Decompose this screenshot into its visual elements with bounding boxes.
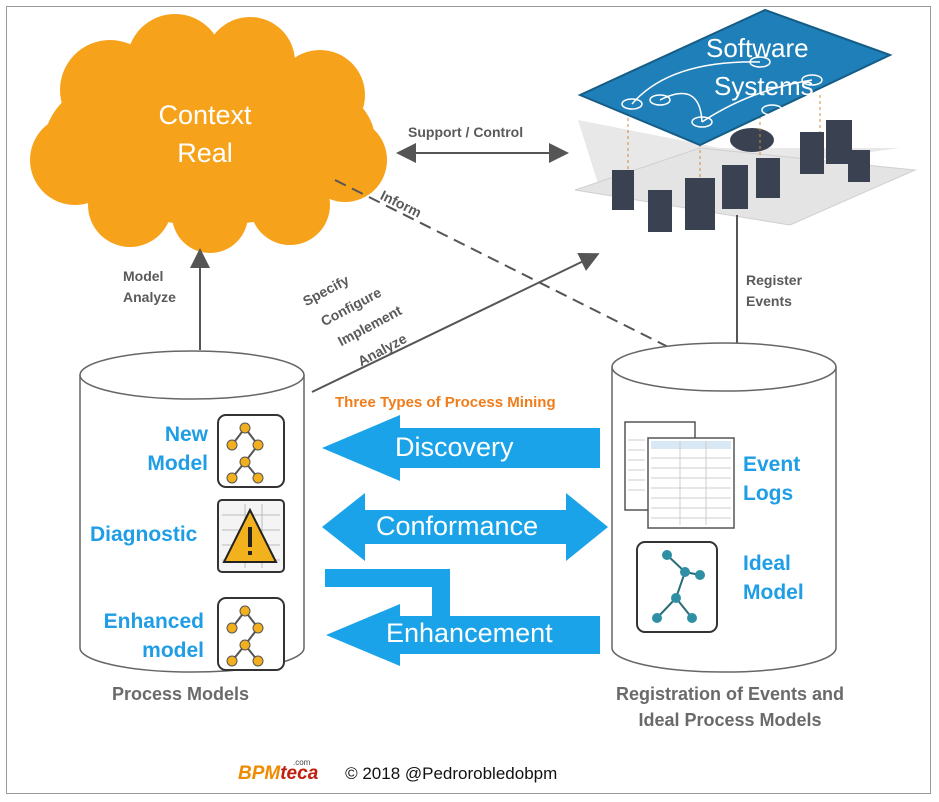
event-logs-line1: Event [743, 453, 801, 476]
enhanced-model-process-tree-icon [217, 597, 285, 671]
register-events-line1: Register [746, 272, 803, 288]
footer: BPMteca .com © 2018 @Pedrorobledobpm [238, 758, 558, 785]
bpmteca-logo: BPMteca [238, 763, 318, 784]
ideal-model-graph-icon [636, 541, 718, 633]
software-line2: Systems [714, 71, 814, 101]
conformance-arrow [322, 493, 608, 561]
event-logs-line2: Logs [743, 482, 794, 505]
model-analyze-line2: Analyze [123, 289, 176, 305]
registration-caption-line2: Ideal Process Models [638, 710, 822, 730]
register-events-line2: Events [746, 293, 792, 309]
model-analyze-line1: Model [123, 268, 164, 284]
new-model-line1: New [164, 423, 208, 446]
cloud-line2: Real [177, 138, 233, 168]
outer-frame [6, 6, 931, 794]
software-systems-platform [574, 8, 917, 232]
enhanced-model-line2: model [142, 639, 204, 662]
registration-caption-line1: Registration of Events and [615, 684, 845, 704]
context-real-cloud [30, 14, 387, 253]
process-mining-title: Three Types of Process Mining [335, 394, 556, 411]
diagnostic-warning-icon [217, 499, 285, 573]
brand-part2: teca [280, 763, 319, 784]
event-log-table-icon [624, 421, 735, 529]
ideal-model-line2: Model [743, 581, 804, 604]
new-model-line2: Model [147, 452, 208, 475]
enhanced-model-line1: Enhanced [103, 610, 204, 633]
discovery-arrow [322, 415, 600, 481]
new-model-process-tree-icon [217, 414, 285, 488]
enhancement-label: Enhancement [386, 618, 553, 648]
connectors [190, 143, 747, 393]
enhancement-arrow [325, 569, 600, 666]
copyright-text: © 2018 @Pedrorobledobpm [345, 764, 558, 783]
conformance-label: Conformance [376, 511, 539, 541]
brand-part1: BPM [238, 763, 281, 784]
brand-com: .com [293, 758, 311, 767]
ideal-model-line1: Ideal [743, 552, 791, 575]
process-models-caption: Process Models [112, 684, 250, 704]
cloud-line1: Context [158, 100, 252, 130]
support-control-label: Support / Control [408, 124, 524, 140]
software-line1: Software [706, 33, 809, 63]
diagnostic-label: Diagnostic [90, 523, 198, 546]
discovery-label: Discovery [395, 432, 514, 462]
